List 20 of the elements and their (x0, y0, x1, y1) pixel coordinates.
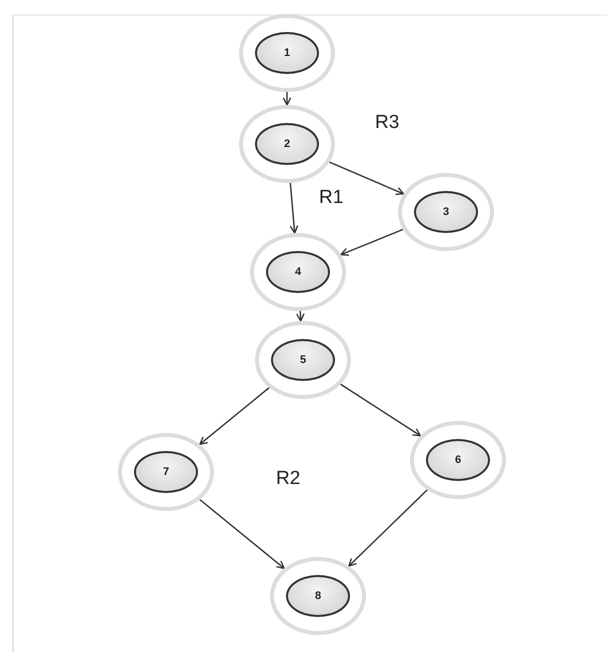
region-label: R3 (375, 112, 400, 134)
node-number: 3 (414, 191, 478, 233)
arrow (290, 182, 298, 234)
arrow (199, 387, 270, 446)
node-number: 6 (426, 439, 490, 481)
region-label: R1 (319, 187, 344, 209)
arrow (348, 489, 428, 567)
arrow (329, 162, 404, 195)
node-number: 4 (266, 251, 330, 293)
arrow (340, 228, 404, 256)
arrow (282, 92, 292, 106)
arrow (199, 499, 285, 570)
node-number: 7 (134, 451, 198, 493)
arrow (340, 384, 422, 436)
node-number: 1 (255, 32, 319, 74)
region-label: R2 (276, 468, 300, 490)
node-number: 8 (286, 575, 350, 617)
node-number: 5 (271, 339, 335, 381)
node-number: 2 (255, 123, 319, 165)
arrow (296, 310, 305, 322)
